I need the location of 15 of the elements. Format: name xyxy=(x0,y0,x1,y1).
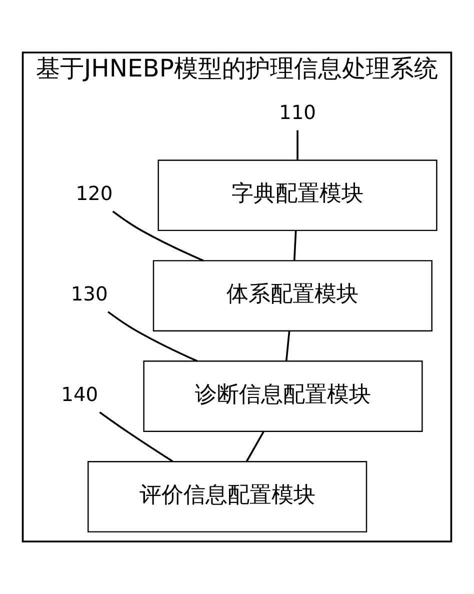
node-text: 130 xyxy=(70,282,108,306)
node-text: 120 xyxy=(76,182,113,205)
connector xyxy=(246,431,264,462)
node-text: 140 xyxy=(61,382,98,406)
connector xyxy=(293,230,297,261)
connector xyxy=(285,331,290,362)
node-box: 诊断信息配置模块 xyxy=(143,360,423,432)
node-box: 字典配置模块 xyxy=(158,160,438,232)
node-box: 评价信息配置模块 xyxy=(88,461,368,532)
connector xyxy=(296,130,298,160)
node-box: 体系配置模块 xyxy=(152,260,432,332)
connector xyxy=(108,311,198,362)
connector xyxy=(112,210,204,262)
node-text: 110 xyxy=(279,100,316,124)
connector xyxy=(99,411,174,462)
